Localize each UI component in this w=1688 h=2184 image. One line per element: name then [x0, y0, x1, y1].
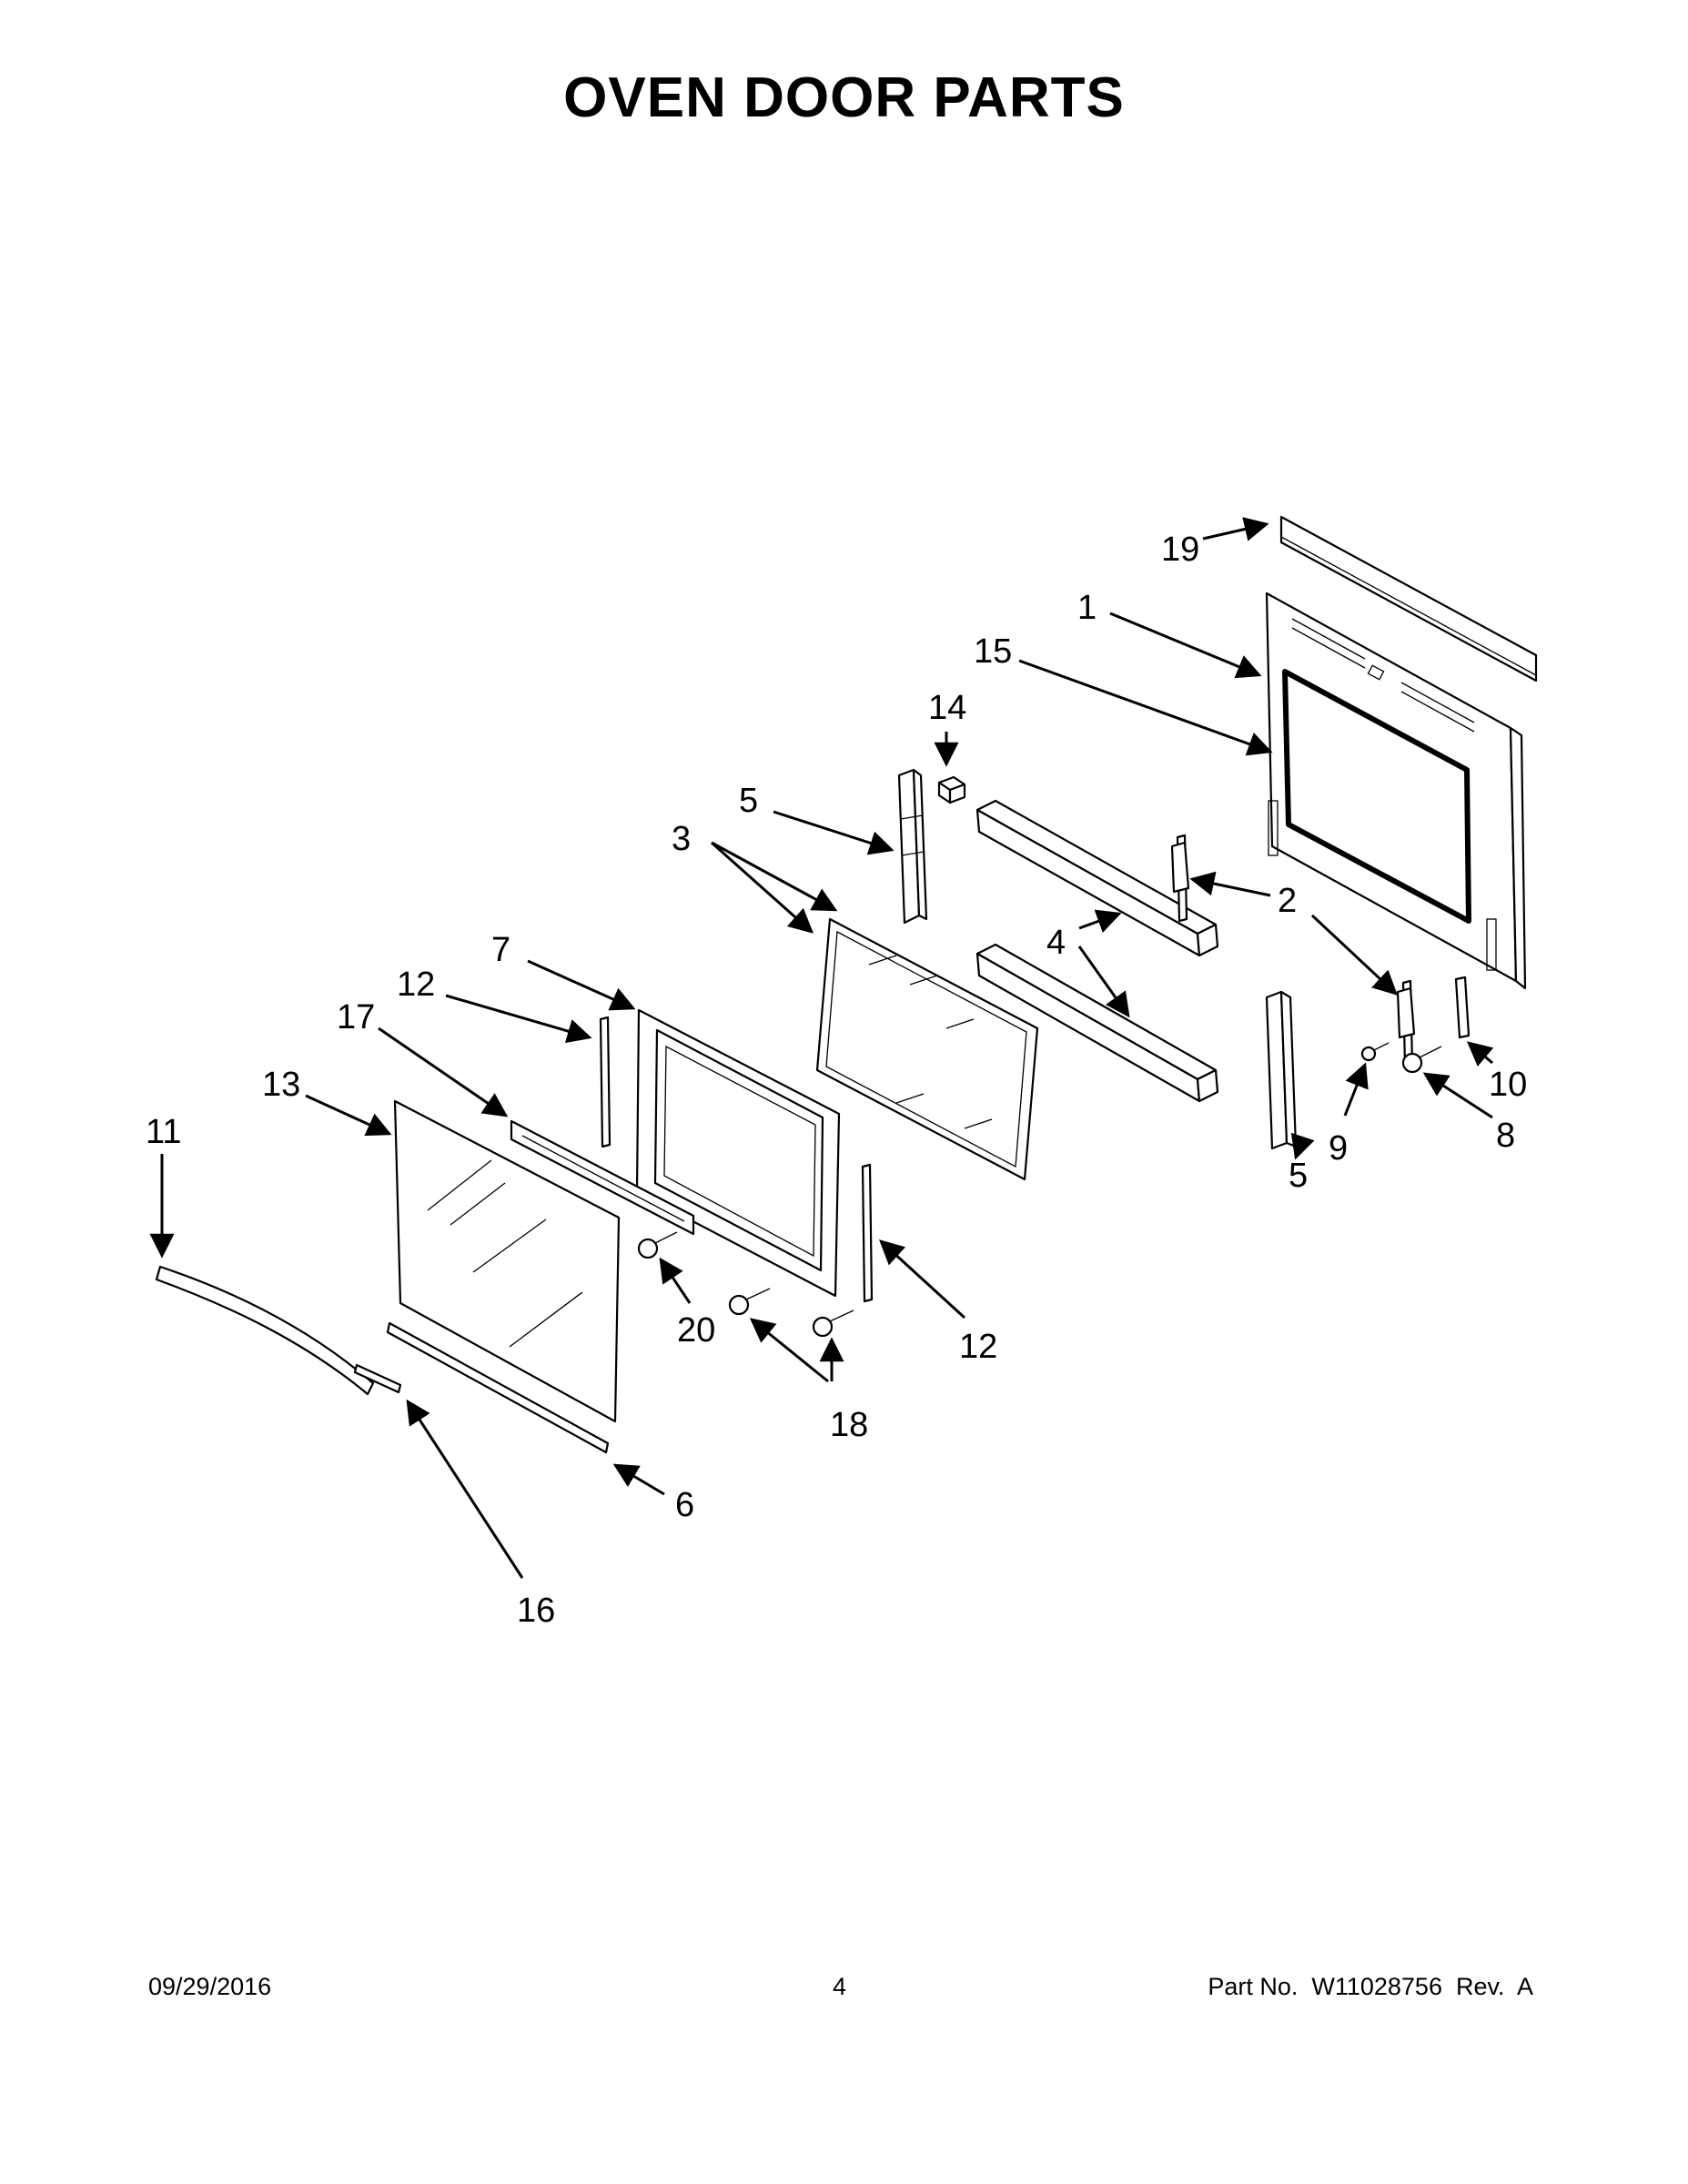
- page-title: OVEN DOOR PARTS: [563, 66, 1125, 129]
- callout-12-left: 12: [397, 966, 435, 1004]
- part-3-inner-glass: [815, 917, 1039, 1181]
- part-13-outer-glass: [393, 1099, 621, 1423]
- part-2-hinge-upper: [1170, 834, 1190, 923]
- part-4-upper-channel: [975, 799, 1219, 957]
- part-14-small-block: [937, 775, 966, 804]
- callout-12-right: 12: [959, 1328, 997, 1366]
- callout-5-upper: 5: [739, 782, 758, 820]
- callout-labels: 19 1 15 14 5 3 2 4 7 12 17 13 11 10 9 8 …: [146, 531, 1527, 1630]
- part-5-upper-bracket: [897, 768, 928, 925]
- callout-20: 20: [677, 1311, 715, 1350]
- leader-lines: [149, 517, 1494, 1579]
- part-17-trim-strip: [510, 1119, 695, 1236]
- part-16-small-bracket: [353, 1363, 402, 1394]
- part-20-screw: [637, 1231, 678, 1259]
- callout-2: 2: [1278, 882, 1297, 920]
- callout-11: 11: [146, 1113, 181, 1151]
- callout-15: 15: [974, 632, 1012, 671]
- callout-8: 8: [1496, 1117, 1515, 1155]
- part-11-handle: [155, 1265, 375, 1396]
- part-7-door-frame: [635, 1008, 841, 1298]
- part-6-bottom-strip: [386, 1321, 610, 1454]
- callout-4: 4: [1046, 924, 1066, 962]
- callout-9: 9: [1329, 1129, 1348, 1168]
- callout-17: 17: [337, 998, 375, 1036]
- part-15-gasket: [1282, 669, 1471, 924]
- part-19-top-strip: [1279, 515, 1538, 682]
- part-2-hinge-lower: [1396, 979, 1416, 1068]
- part-12-right-bracket: [861, 1163, 874, 1303]
- part-18-screws: [728, 1288, 854, 1338]
- callout-5-lower: 5: [1289, 1157, 1308, 1195]
- footer-date: 09/29/2016: [148, 1973, 272, 2000]
- callout-1: 1: [1077, 589, 1097, 627]
- part-4-lower-channel: [975, 943, 1219, 1103]
- part-8-bolt: [1401, 1046, 1442, 1074]
- callout-6: 6: [675, 1486, 694, 1524]
- part-10-small-bracket: [1454, 976, 1471, 1039]
- footer-page-number: 4: [833, 1973, 847, 2000]
- callout-10: 10: [1489, 1066, 1527, 1104]
- callout-16: 16: [517, 1592, 555, 1630]
- callout-19: 19: [1161, 531, 1199, 569]
- callout-7: 7: [491, 931, 510, 969]
- callout-13: 13: [262, 1066, 300, 1104]
- part-9-screw: [1360, 1042, 1390, 1062]
- part-1-outer-door-panel: [1265, 592, 1527, 990]
- part-12-left-bracket: [599, 1016, 612, 1148]
- callout-14: 14: [928, 689, 966, 727]
- footer-part-number: Part No. W11028756 Rev. A: [1208, 1973, 1533, 2000]
- callout-3: 3: [672, 820, 691, 858]
- callout-18: 18: [830, 1406, 868, 1444]
- part-5-lower-bracket: [1265, 990, 1298, 1150]
